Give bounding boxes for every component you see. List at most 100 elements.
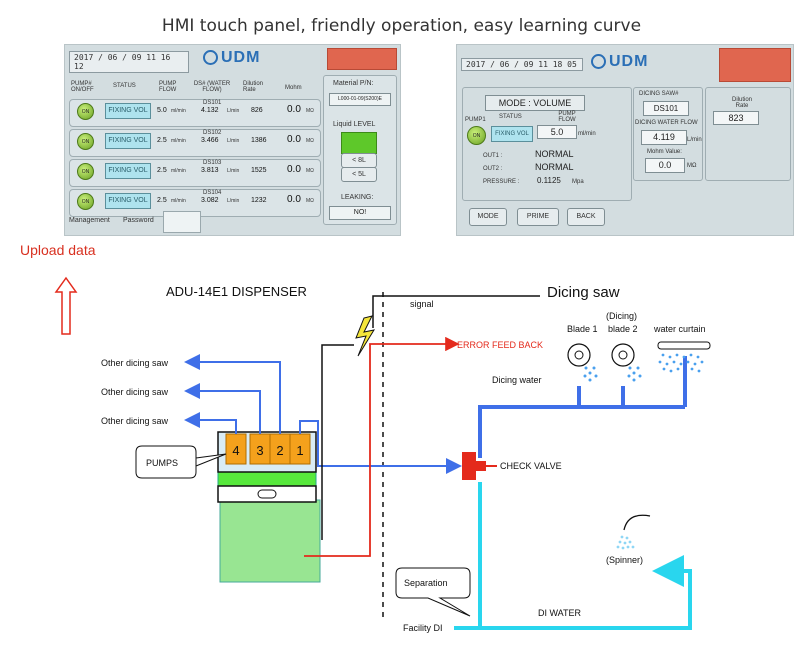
water-flow-unit: L/min — [227, 198, 240, 204]
pressure-unit: Mpa — [572, 179, 584, 185]
material-label: Material P/N: — [333, 80, 374, 87]
pipe-pump2 — [184, 354, 281, 434]
panel2-alarm-box[interactable] — [719, 48, 791, 82]
udm-logo-icon-2 — [591, 54, 606, 69]
pump-flow-unit: ml/min — [171, 168, 186, 174]
pump-on-button[interactable]: ON — [77, 163, 94, 180]
liquid-level-indicator — [341, 132, 377, 154]
panel2-logo: UDM — [591, 53, 648, 71]
pump-number-label: 3 — [256, 443, 263, 458]
pump-status: FIXING VOL — [105, 103, 151, 119]
mohm-value: 0.0 — [287, 164, 301, 175]
password-label: Password — [123, 217, 154, 224]
blade1-label: Blade 1 — [567, 324, 598, 334]
water-flow: 4.132 — [201, 107, 219, 114]
pump-flow: 2.5 — [157, 197, 167, 204]
pump1-label: PUMP1 — [465, 117, 486, 123]
mohm-value: 0.0 — [287, 104, 301, 115]
pump-on-button[interactable]: ON — [77, 193, 94, 210]
pumps-label: PUMPS — [146, 458, 178, 468]
pump-on-button[interactable]: ON — [77, 133, 94, 150]
panel1-alarm-box[interactable] — [327, 48, 397, 70]
pump-flow-unit: ml/min — [171, 198, 186, 204]
facility-di-label: Facility DI — [403, 623, 443, 633]
check-valve — [462, 452, 476, 480]
di-water-pipe — [478, 482, 692, 630]
prime-button[interactable]: PRIME — [517, 208, 559, 226]
pumps-callout — [135, 445, 227, 479]
dicing-water-pipe — [478, 405, 685, 458]
error-feedback-line — [304, 336, 460, 557]
check-valve-stub — [476, 461, 486, 471]
leaking-label: LEAKING: — [341, 194, 374, 201]
level-8l[interactable]: < 8L — [341, 153, 377, 168]
pump1-status: FIXING VOL — [491, 126, 533, 142]
col-pump: PUMP# ON/OFF — [71, 81, 94, 93]
dilution-rate: 1386 — [251, 137, 267, 144]
pump-number-label: 4 — [232, 443, 239, 458]
pipe-pump1 — [299, 420, 462, 474]
dilution-label: Dilution Rate — [731, 97, 752, 109]
spinner-label: (Spinner) — [606, 555, 643, 565]
panel1-logo: UDM — [203, 49, 260, 67]
dicing-water-label: Dicing water — [492, 375, 542, 385]
pump-flow-label: PUMP FLOW — [558, 111, 576, 123]
water-flow-unit: L/min — [227, 168, 240, 174]
error-feedback-label: ERROR FEED BACK — [457, 340, 543, 350]
water-flow: 3.082 — [201, 197, 219, 204]
level-5l[interactable]: < 5L — [341, 167, 377, 182]
ds-number: DS104 — [203, 190, 222, 196]
water-curtain-label: water curtain — [653, 324, 706, 334]
pump-flow: 2.5 — [157, 167, 167, 174]
pipe-pump3 — [184, 383, 261, 434]
other-saw-3: Other dicing saw — [101, 416, 169, 426]
mode-button[interactable]: MODE — [469, 208, 507, 226]
panel2-logo-text: UDM — [609, 53, 649, 70]
out2-label: OUT2 : — [483, 166, 503, 172]
pressure-label: PRESSURE : — [483, 179, 520, 185]
back-button[interactable]: BACK — [567, 208, 605, 226]
liquid-level-label: Liquid LEVEL — [333, 121, 376, 128]
pump-on-button[interactable]: ON — [77, 103, 94, 120]
col-ds: DS# (WATER FLOW) — [193, 81, 231, 93]
pump-flow: 5.0 — [157, 107, 167, 114]
out1-label: OUT1 : — [483, 153, 503, 159]
other-saw-2: Other dicing saw — [101, 387, 169, 397]
dicing-saw-value[interactable]: DS101 — [643, 101, 689, 116]
water-flow-value: 4.119 — [641, 130, 687, 145]
dilution-rate: 1525 — [251, 167, 267, 174]
hmi-panel-detail: 2017 / 06 / 09 11 18 05 UDM MODE : VOLUM… — [456, 44, 794, 236]
pump1-flow-unit: ml/min — [578, 131, 596, 137]
mode-display: MODE : VOLUME — [485, 95, 585, 111]
mohm-value: 0.0 — [287, 194, 301, 205]
pump-number-label: 1 — [296, 443, 303, 458]
pump1-flow-value[interactable]: 5.0 — [537, 125, 577, 139]
mohm-unit: MΩ — [306, 138, 314, 144]
dilution-rate: 1232 — [251, 197, 267, 204]
dispenser-slot — [257, 489, 277, 499]
ds-number: DS103 — [203, 160, 222, 166]
spinner-nozzle-icon — [616, 514, 651, 550]
other-saw-1: Other dicing saw — [101, 358, 169, 368]
pump1-on-button[interactable]: ON — [467, 126, 486, 145]
signal-line — [321, 344, 354, 540]
material-value[interactable]: L000-01-09(S200)E — [329, 93, 391, 106]
panel1-date: 2017 / 06 / 09 11 16 12 — [69, 51, 189, 73]
water-flow-unit: L/min — [227, 108, 240, 114]
separation-callout — [395, 567, 471, 617]
pump-status: FIXING VOL — [105, 133, 151, 149]
dicing-frame — [633, 87, 703, 181]
dilution-rate: 826 — [251, 107, 263, 114]
leaking-value: NO! — [329, 206, 391, 220]
mohm-label: Mohm Value: — [647, 149, 682, 155]
password-input[interactable] — [163, 211, 201, 233]
blade2-label: blade 2 — [608, 324, 638, 334]
udm-logo-icon — [203, 50, 218, 65]
water-flow: 3.466 — [201, 137, 219, 144]
water-curtain-icon — [657, 341, 711, 373]
ds-number: DS101 — [203, 100, 222, 106]
management-tab[interactable]: Management — [69, 217, 110, 224]
dicing-paren-label: (Dicing) — [606, 311, 637, 321]
pump-flow: 2.5 — [157, 137, 167, 144]
